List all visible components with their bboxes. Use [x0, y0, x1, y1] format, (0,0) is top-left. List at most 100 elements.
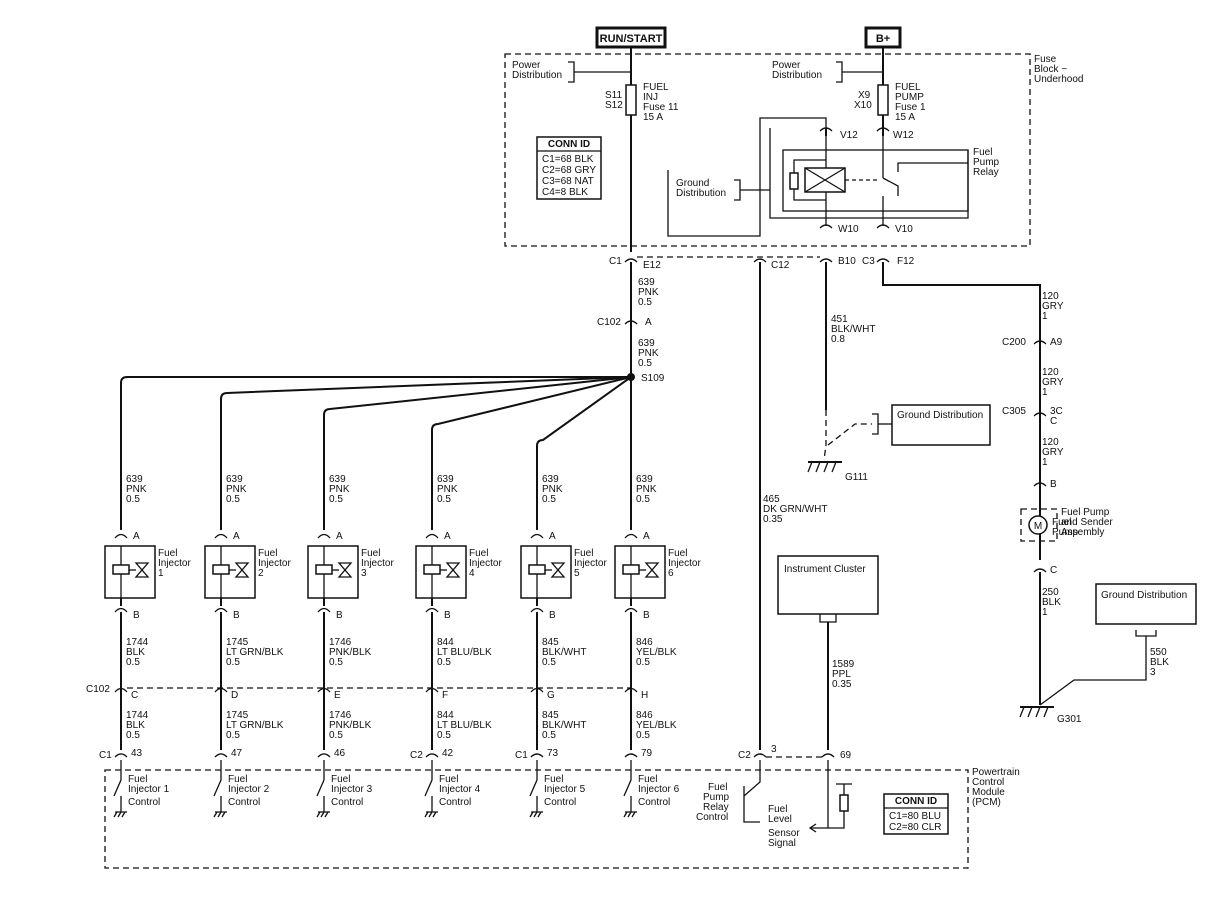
- pin-w12: W12: [893, 130, 914, 141]
- injector-mid-label: 1744: [126, 637, 149, 648]
- pcm-pin-label: 79: [641, 748, 653, 759]
- injector-number: 4: [469, 568, 475, 579]
- pump-pin-b: B: [1050, 479, 1057, 490]
- injector-feed-label: PNK: [437, 484, 458, 495]
- injector-mid-label: BLK/WHT: [542, 647, 586, 658]
- pcm-title-3: Module: [972, 787, 1005, 798]
- relay-ctrl-3: Relay: [703, 802, 729, 813]
- injector-name-2: Injector: [361, 558, 394, 569]
- pcm-conn-label: C1: [515, 750, 528, 761]
- pcm-driver-icon: [213, 760, 227, 818]
- pcm-ctrl-label-1: Fuel: [439, 774, 458, 785]
- level-sig-2: Level: [768, 814, 792, 825]
- injector-valve-icon: [134, 562, 150, 578]
- injector-mid-label: 0.5: [226, 657, 240, 668]
- pcm-ctrl-label-3: Control: [128, 797, 160, 808]
- wire-1589-color: PPL: [832, 669, 851, 680]
- conn-c3: C3: [862, 256, 875, 267]
- injector-feed-label: 639: [126, 474, 143, 485]
- injector-mid-label: LT GRN/BLK: [226, 647, 284, 658]
- instrument-cluster-box: [777, 555, 879, 615]
- fb-ground-dist-1: Ground: [676, 178, 709, 189]
- injector-bot-label: 1746: [329, 710, 352, 721]
- pcm-title-1: Powertrain: [972, 767, 1020, 778]
- fuse1-name-2: PUMP: [895, 92, 924, 103]
- pcm-pin-label: 46: [334, 748, 346, 759]
- b-plus-label: B+: [876, 33, 890, 45]
- fuel-pump-relay: Fuel Pump Relay V12 W12 W10 V10: [759, 117, 1000, 235]
- pcm-conn-row: C2=80 CLR: [889, 822, 942, 833]
- wire-1589: 1589: [832, 659, 855, 670]
- pcm-pin-label: 73: [547, 748, 559, 759]
- wire-250-size: 1: [1042, 607, 1048, 618]
- run-start-supply: RUN/START: [595, 26, 667, 49]
- injector-pin-a: [114, 533, 128, 539]
- pcm-ctrl-label-2: Injector 4: [439, 784, 481, 795]
- wire-639a-color: PNK: [638, 287, 659, 298]
- fuel-pump-fuse-1: [877, 84, 889, 116]
- injector-feed-label: 0.5: [226, 494, 240, 505]
- fuse-block-conn-title: CONN ID: [548, 139, 590, 150]
- pcm-ctrl-label-2: Injector 2: [228, 784, 270, 795]
- fuse-block-conn-id: CONN ID C1=68 BLK C2=68 GRY C3=68 NAT C4…: [536, 136, 602, 200]
- level-sig-3: Sensor: [768, 828, 800, 839]
- wire-1589-size: 0.35: [832, 679, 852, 690]
- wire-550-size: 3: [1150, 667, 1156, 678]
- injector-solenoid-icon: [622, 564, 640, 575]
- injector-feed-label: 639: [437, 474, 454, 485]
- injector-group: 639PNK0.5AFuelInjector1B1744BLK0.5C1744B…: [99, 376, 701, 818]
- wire-250-color: BLK: [1042, 597, 1061, 608]
- injector-pin-b-label: B: [643, 610, 650, 621]
- injector-mid-label: 0.5: [437, 657, 451, 668]
- injector-solenoid-icon: [423, 564, 441, 575]
- pcm-outline: [104, 769, 969, 869]
- injector-mid-label: PNK/BLK: [329, 647, 372, 658]
- fuse-block-outline: [504, 53, 1031, 247]
- fuse-block-title-2: Block ~: [1034, 64, 1067, 75]
- injector-mid-label: 0.5: [636, 657, 650, 668]
- fuse-block-title-1: Fuse: [1034, 54, 1057, 65]
- conn-3c: 3C: [1050, 406, 1063, 417]
- level-sig-1: Fuel: [768, 804, 787, 815]
- injector-mid-label: 846: [636, 637, 653, 648]
- injector-mid-label: 1746: [329, 637, 352, 648]
- wire-120c-color: GRY: [1042, 447, 1064, 458]
- injector-pin-b: [425, 607, 439, 613]
- relay-label-1: Fuel: [973, 147, 992, 158]
- conn-c102-top: C102: [597, 317, 621, 328]
- fuse11-name-2: INJ: [643, 92, 658, 103]
- motor-m-label: M: [1034, 521, 1042, 532]
- pcm-terminal: [425, 753, 439, 758]
- pcm-ctrl-label-2: Injector 5: [544, 784, 586, 795]
- wire-120a-size: 1: [1042, 311, 1048, 322]
- injector-pin-b: [317, 607, 331, 613]
- pcm-ctrl-label-2: Injector 6: [638, 784, 680, 795]
- injector-solenoid-icon: [528, 564, 546, 575]
- pump-assy-label-3: Assembly: [1061, 527, 1104, 538]
- injector-pin-b-label: B: [444, 610, 451, 621]
- injector-mid-label: BLK: [126, 647, 145, 658]
- injector-feed-label: 639: [636, 474, 653, 485]
- injector-bot-label: 0.5: [636, 730, 650, 741]
- pcm-ctrl-label-3: Control: [228, 797, 260, 808]
- c102-terminal: [114, 687, 128, 693]
- pump-pin-c: C: [1050, 565, 1057, 576]
- pin-v10: V10: [895, 224, 913, 235]
- injector-feed-label: 639: [542, 474, 559, 485]
- pcm-driver-icon: [113, 760, 127, 818]
- injector-feed-label: 0.5: [329, 494, 343, 505]
- fuse11-name-3: Fuse 11: [643, 102, 679, 113]
- wire-120a-color: GRY: [1042, 301, 1064, 312]
- injector-pin-b: [624, 607, 638, 613]
- pcm-pin-label: 43: [131, 748, 143, 759]
- injector-name-1: Fuel: [668, 548, 687, 559]
- fuse-conn-row: C1=68 BLK: [542, 154, 594, 165]
- pcm-ctrl-label-1: Fuel: [638, 774, 657, 785]
- injector-name-1: Fuel: [361, 548, 380, 559]
- ground-distribution-label: Ground Distribution: [897, 410, 983, 421]
- injector-name-2: Injector: [258, 558, 291, 569]
- conn-f12: F12: [897, 256, 915, 267]
- power-distribution-right-1: Power: [772, 60, 801, 71]
- injector-pin-b-label: B: [549, 610, 556, 621]
